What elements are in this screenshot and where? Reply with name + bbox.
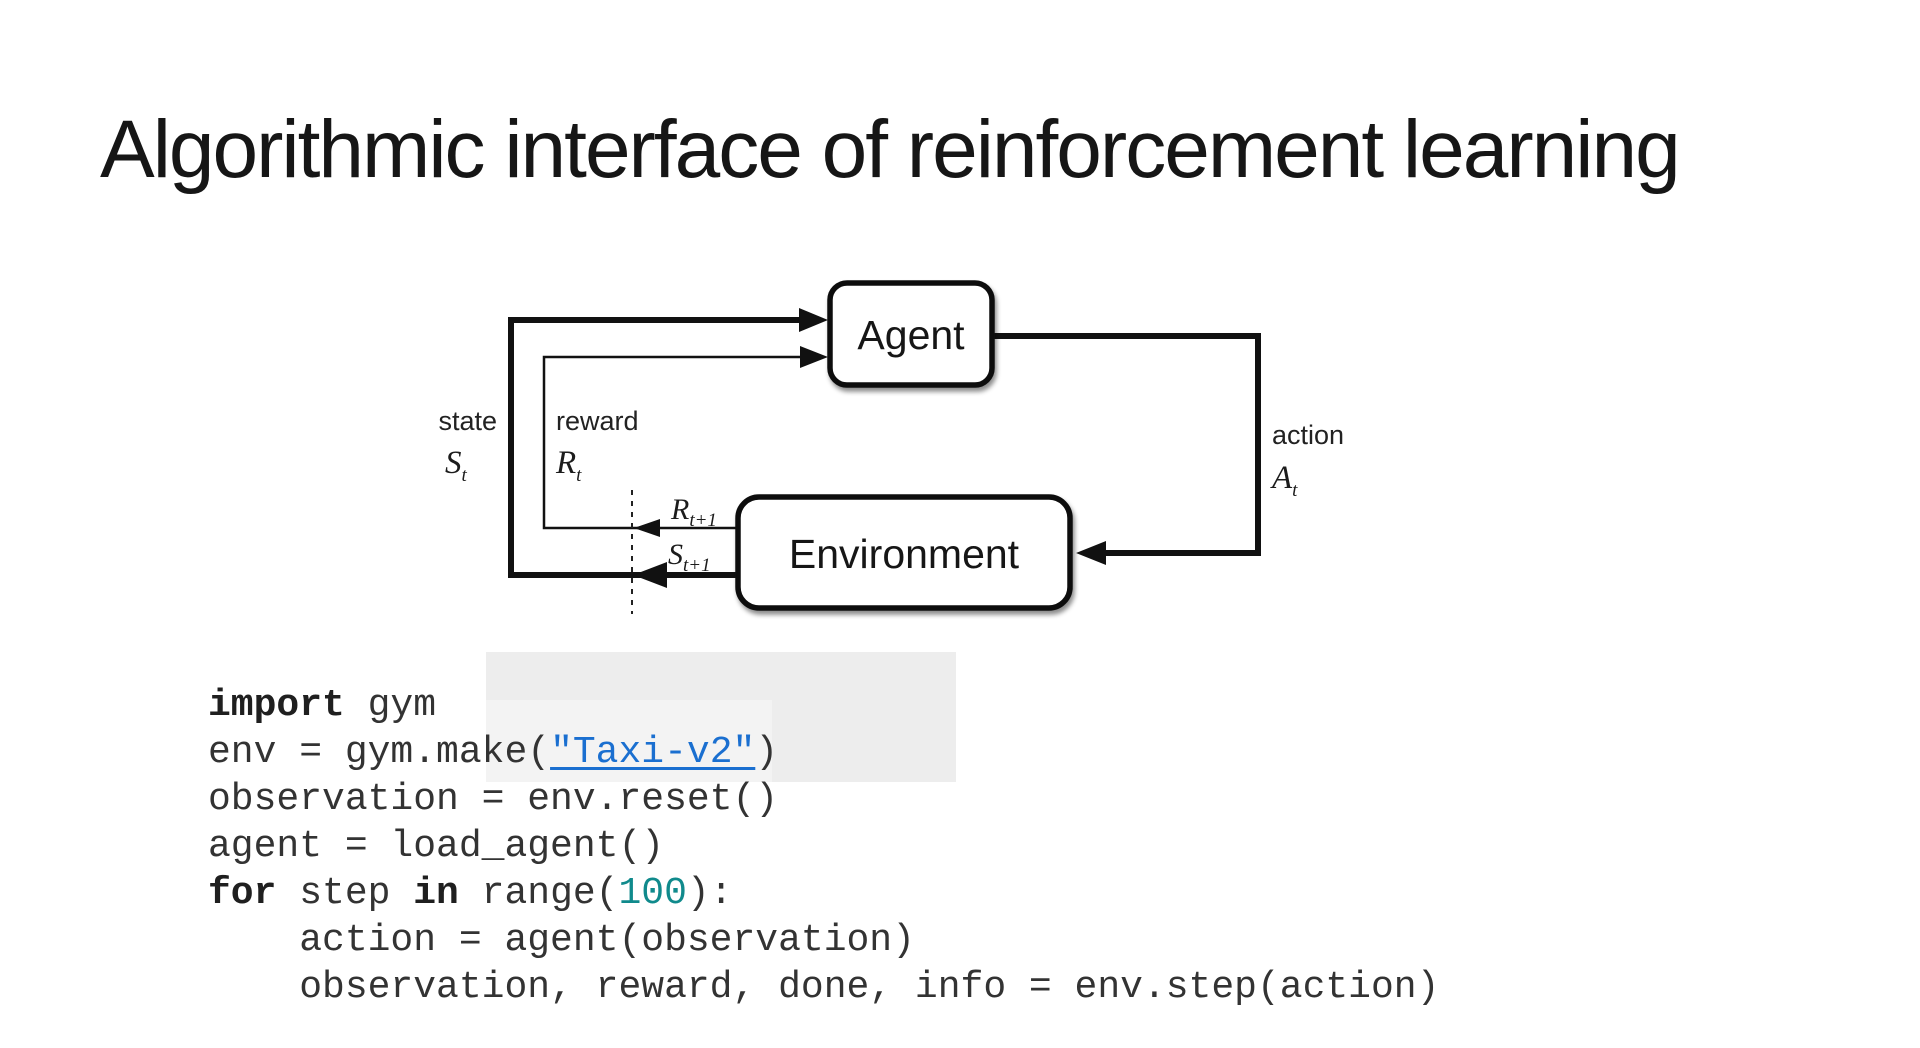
code-line: agent = load_agent() xyxy=(208,823,1439,870)
state-flow-line xyxy=(508,317,803,578)
environment-box-label: Environment xyxy=(789,531,1020,577)
code-text: observation = env.reset() xyxy=(208,778,779,821)
reward-symbol: Rt xyxy=(555,445,582,486)
reward-arrowhead xyxy=(800,346,828,368)
code-text: agent = load_agent() xyxy=(208,825,665,868)
environment-box xyxy=(735,494,1073,611)
code-number: 100 xyxy=(618,872,687,915)
code-text: gym xyxy=(344,684,437,727)
action-flow-line xyxy=(992,333,1261,556)
code-text: observation, reward, done, info = env.st… xyxy=(208,966,1440,1009)
code-background-artifact-2 xyxy=(486,700,772,782)
code-text: step xyxy=(276,872,414,915)
next-state-symbol: St+1 xyxy=(668,538,711,576)
rl-agent-environment-diagram: Agent Environment state St reward Rt act… xyxy=(438,280,1344,614)
code-line: observation = env.reset() xyxy=(208,776,1439,823)
action-arrowhead xyxy=(1076,541,1106,565)
code-text: ) xyxy=(755,731,779,774)
action-symbol: At xyxy=(1270,460,1298,501)
state-arrowhead xyxy=(799,308,828,332)
state-label: state xyxy=(438,406,497,436)
code-text: action = agent(observation) xyxy=(208,919,915,962)
code-text: env = gym.make( xyxy=(208,731,551,774)
action-label: action xyxy=(1272,420,1344,450)
code-text: range( xyxy=(458,872,619,915)
code-line: import gym xyxy=(208,682,1439,729)
reward-label: reward xyxy=(556,406,639,436)
code-line: env = gym.make("Taxi-v2") xyxy=(208,729,1439,776)
code-keyword: for xyxy=(208,872,277,915)
state-symbol: St xyxy=(445,445,468,486)
code-line: action = agent(observation) xyxy=(208,917,1439,964)
next-state-arrowhead xyxy=(633,562,667,588)
agent-box-label: Agent xyxy=(857,312,965,358)
code-text: ): xyxy=(686,872,733,915)
next-reward-symbol: Rt+1 xyxy=(670,493,717,531)
taxi-v2-link[interactable]: "Taxi-v2" xyxy=(550,731,756,774)
code-keyword: import xyxy=(208,684,345,727)
code-line: for step in range(100): xyxy=(208,870,1439,917)
code-keyword: in xyxy=(413,872,459,915)
agent-box xyxy=(827,280,995,388)
slide-title: Algorithmic interface of reinforcement l… xyxy=(100,103,1681,195)
code-line: observation, reward, done, info = env.st… xyxy=(208,964,1439,1011)
next-reward-arrowhead xyxy=(634,519,660,537)
